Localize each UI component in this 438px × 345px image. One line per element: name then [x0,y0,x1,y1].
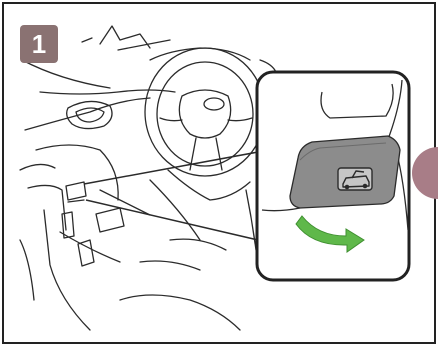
air-vent [67,101,112,128]
car-hood-open-icon [338,168,372,190]
next-step-tab [412,147,438,199]
steering-wheel [145,48,265,176]
steering-hub [179,90,230,138]
dashboard-line-art [20,26,276,330]
hood-release-lever-small [66,182,86,200]
pedal [62,212,74,238]
step-number-badge: 1 [20,25,58,63]
